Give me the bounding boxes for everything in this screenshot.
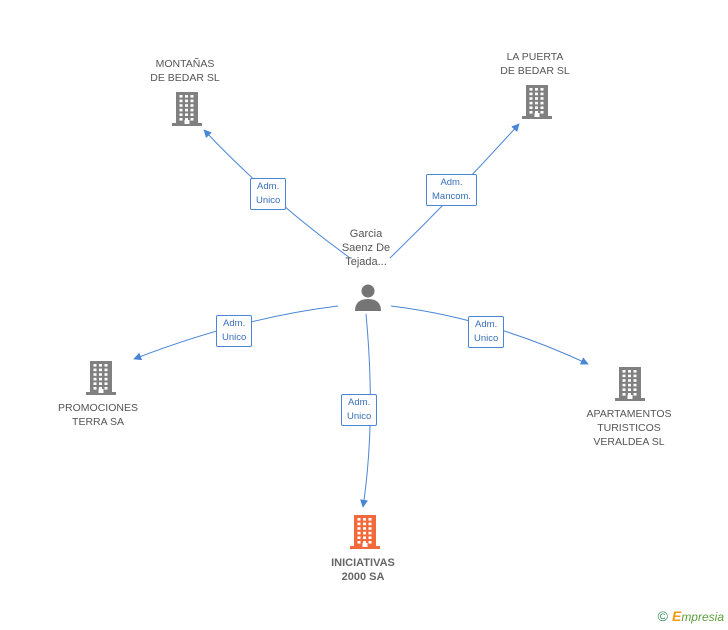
brand-logo-letter: E [671,608,682,624]
company-label-apartamentos: APARTAMENTOS TURISTICOS VERALDEA SL [586,408,672,448]
building-icon-main[interactable] [350,515,380,549]
building-icon[interactable] [615,367,645,401]
copyright-symbol: © [657,608,668,624]
relation-label-apartamentos[interactable]: Adm. Unico [468,316,505,348]
footer-brand: ©Empresia [658,608,724,624]
company-label-montanas: MONTAÑAS DE BEDAR SL [150,58,220,84]
building-icon[interactable] [172,92,202,126]
person-icon[interactable] [353,282,383,312]
company-label-lapuerta: LA PUERTA DE BEDAR SL [500,51,570,77]
relation-label-lapuerta[interactable]: Adm. Mancom. [426,174,478,206]
brand-name: mpresia [681,610,724,624]
company-label-iniciativas: INICIATIVAS 2000 SA [331,557,395,583]
relation-label-iniciativas[interactable]: Adm. Unico [341,394,378,426]
company-label-promociones: PROMOCIONES TERRA SA [58,402,138,428]
person-label: Garcia Saenz De Tejada... [341,228,391,268]
relation-label-promociones[interactable]: Adm. Unico [216,315,253,347]
building-icon[interactable] [522,85,552,119]
building-icon[interactable] [86,361,116,395]
relation-label-montanas[interactable]: Adm. Unico [250,178,287,210]
